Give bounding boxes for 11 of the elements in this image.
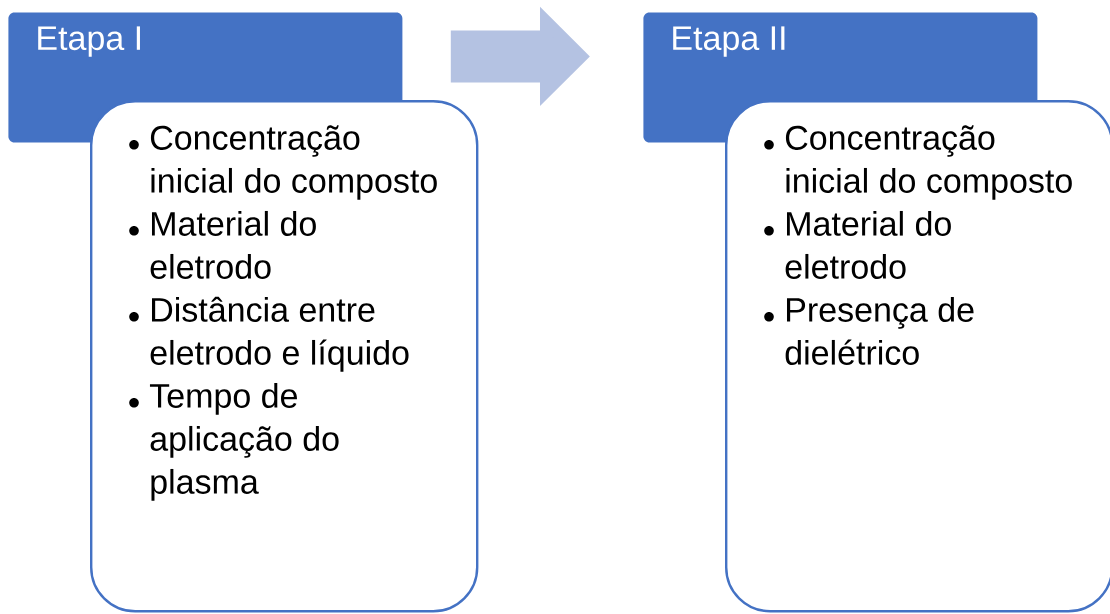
bullet-item: Material do eletrodo xyxy=(150,210,316,279)
list-box xyxy=(90,100,479,613)
list-box xyxy=(725,100,1110,613)
stage-title: Etapa I xyxy=(38,26,140,57)
bullet-item: Tempo de aplicação do plasma xyxy=(149,382,339,501)
bullet-item: Concentração inicial do composto xyxy=(785,125,1072,200)
bullet-item: Concentração inicial do composto xyxy=(150,125,437,200)
stage-title: Etapa II xyxy=(673,26,785,57)
bullet-item: Presença de dielétrico xyxy=(785,296,974,365)
bullet-item: Material do eletrodo xyxy=(785,210,951,279)
bullet-item: Distância entre eletrodo e líquido xyxy=(150,296,409,372)
